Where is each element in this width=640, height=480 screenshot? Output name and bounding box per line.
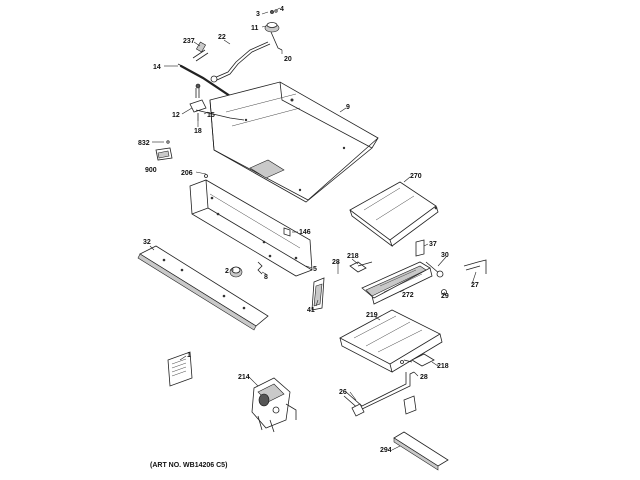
label-14: 14 bbox=[153, 64, 161, 71]
valve-knob-parts bbox=[229, 227, 325, 311]
front-trim-bar bbox=[137, 245, 269, 331]
label-9: 9 bbox=[346, 104, 350, 111]
label-30: 30 bbox=[441, 252, 449, 259]
label-41: 41 bbox=[307, 307, 315, 314]
label-27: 27 bbox=[471, 282, 479, 289]
burner-bracket-219 bbox=[339, 309, 443, 373]
label-218-lower: 218 bbox=[437, 363, 449, 370]
label-146: 146 bbox=[299, 229, 311, 236]
part-labels: 3 4 11 237 22 20 14 9 12 15 18 832 900 2… bbox=[138, 6, 479, 454]
igniter-218-lower bbox=[400, 353, 435, 367]
label-1: 1 bbox=[187, 352, 191, 359]
label-2: 2 bbox=[225, 268, 229, 275]
bracket-37 bbox=[415, 239, 425, 257]
label-12: 12 bbox=[172, 112, 180, 119]
label-20: 20 bbox=[284, 56, 292, 63]
label-3: 3 bbox=[256, 11, 260, 18]
gas-tube-26 bbox=[343, 371, 417, 417]
label-218-upper: 218 bbox=[347, 253, 359, 260]
label-900: 900 bbox=[145, 167, 157, 174]
label-18: 18 bbox=[194, 128, 202, 135]
label-29: 29 bbox=[441, 293, 449, 300]
burner-272-assembly bbox=[349, 259, 487, 305]
label-206: 206 bbox=[181, 170, 193, 177]
label-28-lower: 28 bbox=[420, 374, 428, 381]
label-214: 214 bbox=[238, 374, 250, 381]
label-26: 26 bbox=[339, 389, 347, 396]
burner-box bbox=[195, 81, 379, 203]
label-832: 832 bbox=[138, 140, 150, 147]
owners-manual bbox=[167, 351, 193, 387]
label-294: 294 bbox=[380, 447, 392, 454]
art-number: (ART NO. WB14206 C5) bbox=[150, 462, 227, 469]
heat-shield-270 bbox=[349, 181, 439, 248]
label-15: 15 bbox=[207, 112, 215, 119]
label-28-upper: 28 bbox=[332, 259, 340, 266]
label-270: 270 bbox=[410, 173, 422, 180]
label-32: 32 bbox=[143, 239, 151, 246]
label-8: 8 bbox=[264, 274, 268, 281]
leader-lines bbox=[149, 7, 477, 451]
label-4: 4 bbox=[280, 6, 284, 13]
label-11: 11 bbox=[251, 25, 259, 32]
rear-bar-294 bbox=[393, 431, 449, 471]
label-272: 272 bbox=[402, 292, 414, 299]
label-22: 22 bbox=[218, 34, 226, 41]
label-5: 5 bbox=[313, 266, 317, 273]
label-37: 37 bbox=[429, 241, 437, 248]
gas-regulator-214 bbox=[251, 377, 297, 433]
manifold-panel bbox=[189, 174, 313, 277]
label-219: 219 bbox=[366, 312, 378, 319]
label-237: 237 bbox=[183, 38, 195, 45]
